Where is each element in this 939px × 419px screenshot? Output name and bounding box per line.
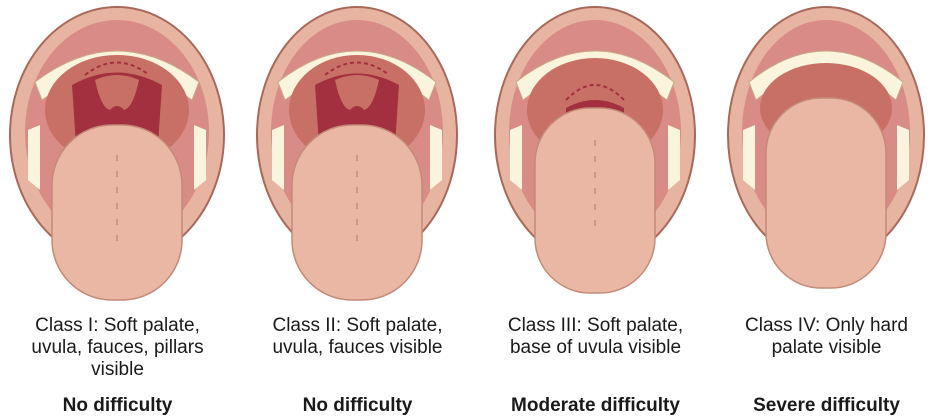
class-iii-description: Class III: Soft palate, base of uvula vi… [478, 315, 713, 359]
class-ii-verdict: No difficulty [240, 395, 475, 417]
class-i-verdict: No difficulty [0, 395, 235, 417]
class-iv-mouth-illustration [714, 0, 939, 305]
class-iv-description: Class IV: Only hard palate visible [714, 315, 939, 359]
class-i-mouth-illustration [0, 0, 235, 305]
class-iv-verdict: Severe difficulty [714, 395, 939, 417]
class-i-description: Class I: Soft palate, uvula, fauces, pil… [0, 315, 235, 381]
class-ii-mouth-illustration [240, 0, 475, 305]
class-iii-mouth-illustration [478, 0, 713, 305]
class-iii-verdict: Moderate difficulty [478, 395, 713, 417]
class-ii-description: Class II: Soft palate, uvula, fauces vis… [240, 315, 475, 359]
